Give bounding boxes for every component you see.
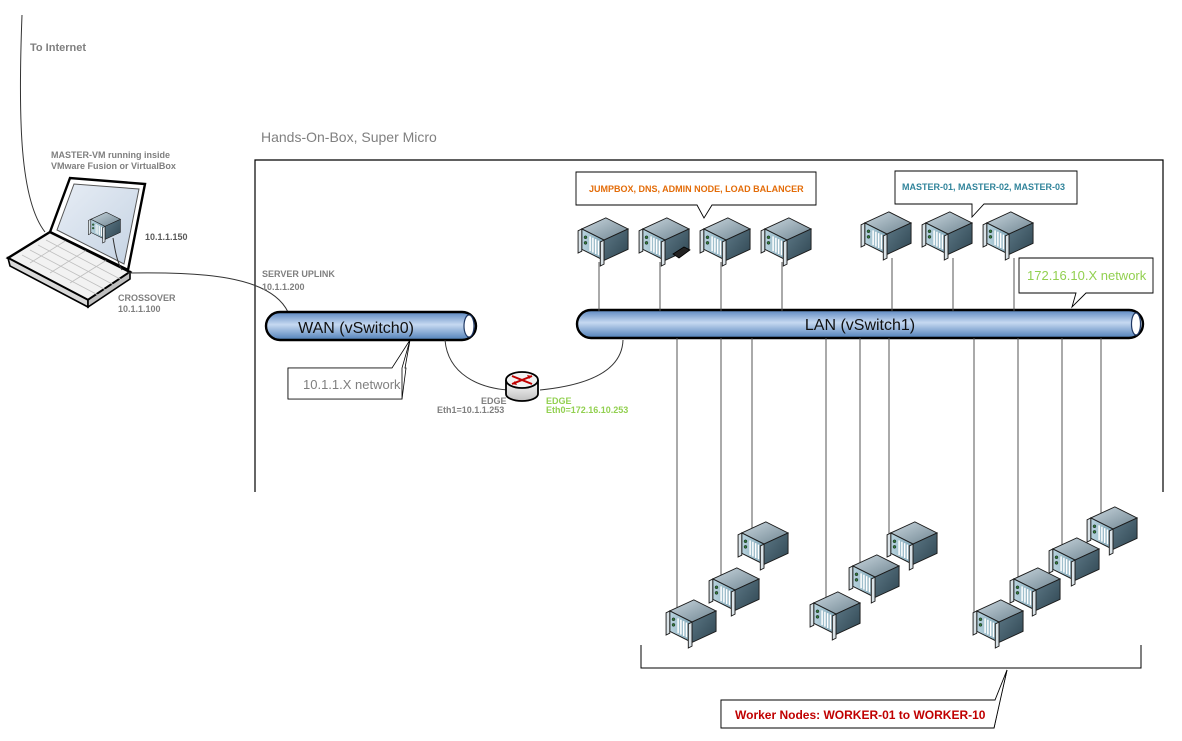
server-icon: [982, 211, 1034, 261]
masters-callout-label: MASTER-01, MASTER-02, MASTER-03: [902, 182, 1065, 192]
masters-callout: [894, 170, 1078, 219]
edge-eth0-name: EDGE: [546, 396, 572, 406]
worker-server-icon: [809, 591, 861, 641]
server-uplink-ip-label: 10.1.1.200: [262, 282, 305, 292]
server-icon: [638, 217, 690, 267]
infra-callout-label: JUMPBOX, DNS, ADMIN NODE, LOAD BALANCER: [589, 184, 804, 194]
crossover-ip-label: 10.1.1.100: [118, 304, 161, 314]
server-icon: [921, 211, 973, 261]
edge-eth1-name: EDGE: [481, 396, 507, 406]
laptop-icon: [5, 176, 147, 309]
worker-servers: [665, 506, 1138, 649]
router-icon: [505, 371, 539, 402]
worker-bracket: [640, 645, 1142, 669]
server-uplink-label: SERVER UPLINK: [262, 269, 335, 279]
master-vm-label-line1: MASTER-VM running inside: [51, 150, 170, 160]
keyboard-icon: [672, 246, 691, 259]
worker-links: [676, 338, 1102, 614]
vm-link: [112, 237, 123, 271]
hands-on-box-container: [254, 159, 1164, 492]
to-internet-label: To Internet: [30, 42, 86, 54]
vm-ip-label: 10.1.1.150: [145, 232, 188, 242]
top-servers: [577, 211, 1034, 267]
worker-server-icon: [665, 599, 717, 649]
crossover-cable: [127, 272, 289, 313]
internet-cable: [19, 14, 46, 233]
server-icon: [760, 217, 812, 267]
edge-eth0-ip: Eth0=172.16.10.253: [546, 405, 628, 415]
box-title: Hands-On-Box, Super Micro: [261, 129, 437, 145]
server-icon: [860, 211, 912, 261]
lan-switch-label: LAN (vSwitch1): [805, 317, 915, 334]
server-icon: [577, 217, 629, 267]
lan-network-label: 172.16.10.X network: [1027, 268, 1147, 283]
top-server-links: [598, 258, 1015, 311]
worker-server-icon: [972, 599, 1024, 649]
edge-lan-cable: [539, 339, 624, 391]
lan-network-callout: [1018, 257, 1154, 309]
wan-network-callout: [287, 339, 411, 400]
master-vm-label-line2: VMware Fusion or VirtualBox: [51, 161, 176, 171]
wan-switch: [264, 310, 478, 342]
wan-network-label: 10.1.1.X network: [303, 377, 401, 392]
worker-server-icon: [708, 567, 760, 617]
server-icon: [699, 217, 751, 267]
workers-callout-label: Worker Nodes: WORKER-01 to WORKER-10: [735, 708, 986, 722]
crossover-label: CROSSOVER: [118, 293, 176, 303]
worker-server-icon: [886, 521, 938, 571]
infra-callout: [575, 171, 817, 219]
workers-callout: [720, 669, 1008, 729]
wan-switch-label: WAN (vSwitch0): [298, 320, 414, 337]
edge-eth1-ip: Eth1=10.1.1.253: [437, 405, 504, 415]
worker-server-icon: [848, 554, 900, 604]
worker-server-icon: [737, 521, 789, 571]
edge-wan-cable: [444, 339, 509, 391]
